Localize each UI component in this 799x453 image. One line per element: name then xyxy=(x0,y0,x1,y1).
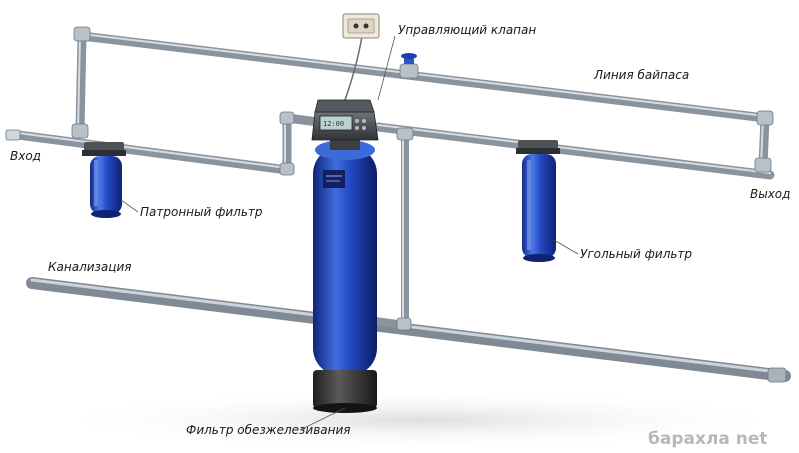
power-cable xyxy=(344,35,363,101)
carbon-filter-label: Угольный фильтр xyxy=(580,247,692,261)
pipe-fittings xyxy=(5,26,787,383)
bypass-line-label: Линия байпаса xyxy=(593,68,689,82)
tank-label xyxy=(323,170,345,188)
watermark: барахла net xyxy=(648,429,768,449)
callout-leaders xyxy=(120,35,579,431)
wall-outlet-icon xyxy=(342,13,380,39)
bypass-right-riser xyxy=(758,113,770,170)
iron-removal-filter-label: Фильтр обезжелезивания xyxy=(186,423,351,437)
bypass-valve-icon xyxy=(399,53,419,79)
control-valve-label: Управляющий клапан xyxy=(398,23,536,37)
cartridge-filter-label: Патронный фильтр xyxy=(140,205,263,219)
inlet-pipe xyxy=(13,130,292,175)
cartridge-filter xyxy=(82,142,126,218)
carbon-filter xyxy=(516,140,560,262)
bypass-left-riser xyxy=(75,31,87,135)
outlet-label: Выход xyxy=(750,187,790,201)
iron-removal-tank xyxy=(313,140,377,413)
sewer-label: Канализация xyxy=(48,260,131,274)
svg-text:12:00: 12:00 xyxy=(323,120,344,128)
floor-shadow xyxy=(40,390,799,450)
bypass-pipe xyxy=(77,31,770,123)
outlet-pipe xyxy=(373,122,775,180)
control-valve-display-icon: 12:00 xyxy=(311,99,379,150)
inlet-label: Вход xyxy=(10,149,41,163)
